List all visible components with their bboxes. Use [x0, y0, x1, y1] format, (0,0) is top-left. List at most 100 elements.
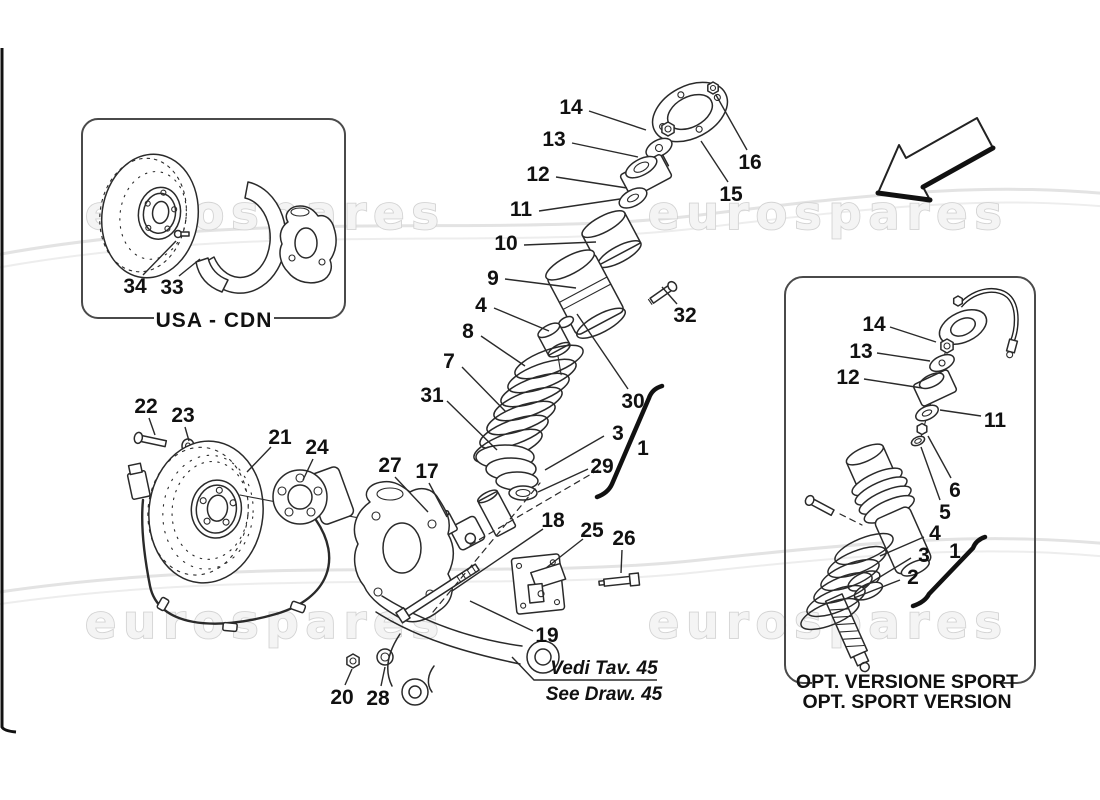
callout-sport-6: 6: [949, 479, 961, 502]
callout-left-25: 25: [580, 519, 604, 542]
leader-line-sport-2: [853, 579, 901, 599]
callout-left-22: 22: [134, 395, 157, 418]
usa-knuckle-drawing: [279, 205, 337, 284]
usa-bolt-drawing: [173, 229, 190, 239]
callout-sport-4: 4: [929, 522, 941, 545]
callout-main-32: 32: [673, 304, 696, 327]
callout-main-12: 12: [526, 163, 549, 186]
leader-line-main-17: [428, 482, 448, 518]
leader-line-main-13: [571, 142, 639, 158]
callout-sport-13: 13: [849, 340, 872, 363]
leader-line-sport-5: [920, 446, 941, 501]
main-shock-drawing: [409, 81, 729, 555]
callout-sport-14: 14: [862, 313, 886, 336]
leader-line-main-16: [715, 94, 748, 151]
callout-main-31: 31: [420, 384, 444, 407]
abs-sensor-cable-drawing: [126, 462, 331, 633]
leader-line-sport-3: [861, 557, 912, 589]
callout-main-16: 16: [738, 151, 761, 174]
bolt-19-drawing: [395, 563, 480, 624]
sport-inset-box: OPT. VERSIONE SPORT OPT. SPORT VERSION: [784, 276, 1036, 713]
sport-side-bolt-drawing: [804, 494, 835, 517]
callout-main-4: 4: [475, 294, 487, 317]
leader-line-inset-34: [142, 240, 177, 276]
leader-line-left-26: [620, 549, 623, 574]
callout-main-9: 9: [487, 267, 499, 290]
note-line2: See Draw. 45: [546, 684, 663, 705]
callout-sport-11: 11: [984, 409, 1007, 432]
note-line1: Vedi Tav. 45: [550, 658, 658, 679]
leader-line-sport-6: [927, 435, 952, 479]
leader-line-sport-12: [863, 378, 923, 389]
direction-arrow-icon: [875, 117, 996, 203]
callout-left-28: 28: [366, 687, 390, 710]
leader-line-sport-4: [879, 536, 925, 557]
leader-line-main-8: [480, 335, 526, 367]
leader-line-left-19: [469, 600, 534, 632]
bolt-26-drawing: [598, 572, 641, 587]
bracket-sport-1: [910, 534, 988, 609]
callout-inset-33: 33: [160, 276, 183, 299]
leader-line-main-15: [700, 140, 729, 183]
usa-dust-shield-drawing: [195, 181, 287, 294]
callout-left-18: 18: [541, 509, 565, 532]
knuckle-drawing: [353, 480, 454, 623]
leader-line-main-9: [504, 278, 577, 289]
leader-line-left-23: [184, 426, 190, 442]
leader-line-sport-14: [889, 326, 937, 343]
callout-main-15: 15: [719, 183, 743, 206]
callout-main-13: 13: [542, 128, 565, 151]
leader-line-main-30: [576, 313, 629, 390]
leader-line-main-4: [493, 307, 550, 332]
sport-top-mount-drawing: [938, 309, 988, 345]
leader-line-sport-13: [876, 352, 931, 362]
leader-line-main-31: [446, 400, 498, 451]
callout-sport-1: 1: [949, 540, 961, 563]
callout-sport-2: 2: [907, 566, 919, 589]
sport-shock-body-drawing: [845, 443, 932, 577]
leader-line-main-27: [394, 476, 429, 513]
bolt-32-drawing: [647, 280, 678, 305]
leader-line-left-20: [344, 668, 353, 686]
callout-main-30: 30: [621, 390, 644, 413]
callout-left-21: 21: [268, 426, 292, 449]
leader-line-main-7: [461, 366, 507, 413]
callout-main-8: 8: [462, 320, 474, 343]
leader-line-left-21: [246, 446, 272, 473]
callout-main-14: 14: [559, 96, 583, 119]
callout-main-7: 7: [443, 350, 455, 373]
leader-line-main-29: [537, 468, 589, 493]
callout-main-17: 17: [415, 460, 438, 483]
callout-sport-12: 12: [836, 366, 859, 389]
brake-disc-drawing: [147, 440, 264, 584]
leader-line-main-12: [555, 176, 628, 189]
reference-note: Vedi Tav. 45 See Draw. 45: [511, 656, 663, 705]
leader-line-inset-33: [178, 258, 201, 277]
callout-main-29: 29: [590, 455, 613, 478]
callout-sport-3: 3: [918, 544, 930, 567]
leader-line-main-11: [538, 198, 621, 212]
sport-hose-drawing: [952, 287, 1019, 359]
callout-main-3: 3: [612, 422, 624, 445]
callout-main-11: 11: [510, 198, 533, 221]
sport-label-line1: OPT. VERSIONE SPORT: [796, 671, 1018, 693]
bracket-25-drawing: [510, 553, 567, 615]
leader-line-left-18: [451, 528, 544, 592]
watermark-text: eurospares: [648, 186, 1009, 240]
callout-sport-5: 5: [939, 501, 951, 524]
leader-line-main-10: [523, 241, 597, 246]
left-assembly-drawing: [126, 431, 641, 706]
usa-cdn-inset-box: USA - CDN: [81, 118, 346, 332]
callout-main-10: 10: [494, 232, 517, 255]
callout-main-1: 1: [637, 437, 649, 460]
leader-line-main-32: [661, 286, 678, 305]
leader-line-main-14: [588, 110, 647, 131]
callout-left-26: 26: [612, 527, 635, 550]
leader-line-left-22: [148, 417, 156, 436]
bracket-main-1: [594, 383, 665, 500]
sport-spring-drawing: [800, 532, 894, 631]
usa-brake-disc-drawing: [99, 153, 200, 279]
sport-mount-stack-drawing: [910, 338, 958, 447]
